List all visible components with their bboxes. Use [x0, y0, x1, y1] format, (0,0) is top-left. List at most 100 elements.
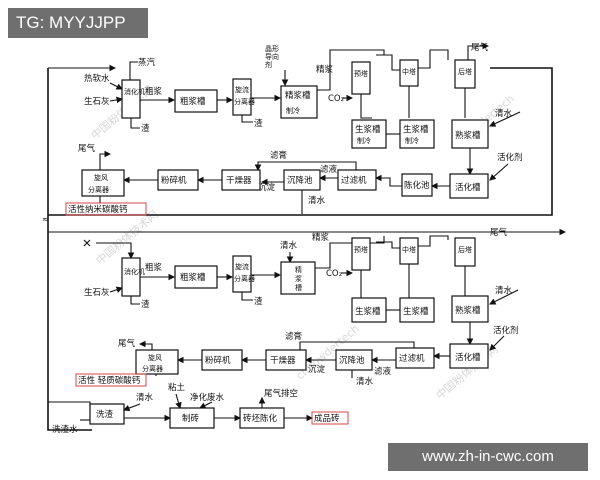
bottom-section-activator-label: 活化剂 [493, 325, 519, 336]
top-section-mid-tower-label: 中塔 [402, 67, 416, 76]
top-section-activation-tank-label: 活化槽 [455, 182, 481, 193]
top-section-crystal-agent-3-label: 剂 [265, 60, 272, 69]
bottom-section-refined-tank-2-label: 浆 [295, 274, 302, 283]
hydrocyclone-box [232, 78, 252, 116]
source-url: www.zh-in-cwc.com [388, 443, 588, 471]
pre-tower-box [351, 61, 371, 95]
top-section-cyclone-sep-2-label: 分离器 [234, 97, 255, 106]
top-section-co2-label: CO₂ [328, 94, 344, 104]
recycle-line-left [47, 68, 92, 431]
top-section-dryer-label: 干燥器 [226, 175, 252, 186]
finished-brick-label: 成品砖 [314, 413, 340, 424]
bottom-section-settling-tank-label: 沉降池 [339, 355, 365, 366]
bottom-section-residue-label: 渣 [141, 299, 150, 310]
brick-section-wash-water-label: 洗渣水 [52, 424, 78, 435]
filter-box [337, 169, 377, 191]
top-section-crystal-agent-1-label: 晶形 [265, 45, 279, 53]
top-section-pre-tower-label: 预塔 [354, 69, 368, 78]
bottom-section-raw-tank-label: 生浆槽 [403, 306, 429, 317]
top-section-cooked-tank-label: 熟浆槽 [455, 130, 481, 141]
top-section-refined-tank-label: 精浆槽 [285, 90, 311, 101]
top-section-sediment-label: 沉淀 [258, 182, 276, 193]
bottom-section-tail-gas-label: 尾气 [490, 227, 508, 238]
brick-section-clear-water-label: 清水 [136, 392, 154, 403]
top-section-refined-slurry-label: 精浆 [316, 64, 334, 75]
refined-tank-box [280, 85, 318, 119]
top-section-clear-water-label: 清水 [308, 195, 326, 206]
product-nano-label: 活性纳米碳酸钙 [68, 204, 128, 215]
cyclone-box-2 [135, 349, 179, 375]
bottom-section-cyclone-sep-1-label: 旋流 [235, 262, 249, 271]
top-section-post-tower-label: 后塔 [458, 67, 472, 76]
top-section-residue-label: 渣 [141, 123, 150, 134]
top-section-aging-tank-label: 陈化池 [404, 180, 430, 191]
top-section-slaker-label: 消化机 [124, 87, 145, 96]
bottom-section-clear-water-label: 清水 [495, 285, 513, 296]
recycle-line-right [48, 67, 553, 216]
water-label: 热软水 [84, 73, 110, 84]
brick-section-washing-label: 洗渣 [96, 409, 114, 420]
source-tag: TG: MYYJJPP [8, 8, 148, 38]
brick-section-brick-making-label: 制砖 [182, 413, 200, 424]
top-section-pulverizer-label: 粉碎机 [161, 175, 187, 186]
bottom-section-clear-water-label: 清水 [356, 376, 374, 387]
bottom-section-crude-slurry-label: 粗浆 [145, 262, 163, 273]
washing-box [89, 403, 125, 425]
product-light-label: 活性 轻质碳酸钙 [78, 375, 141, 386]
top-section-filter-cake-label: 滤膏 [270, 150, 287, 161]
top-section-filtrate-label: 滤液 [320, 164, 338, 175]
raw-tank-box-1 [351, 119, 387, 149]
top-section-crude-slurry-label: 粗浆 [145, 86, 163, 97]
top-section-settling-tank-label: 沉降池 [287, 175, 313, 186]
bottom-section-lime-label: 生石灰 [84, 287, 110, 298]
brick-section-tail-gas-vent-label: 尾气排空 [264, 388, 298, 399]
brick-section-purified-waste-water-label: 净化废水 [190, 392, 225, 403]
top-section-raw-tank-label: 生浆槽 [355, 124, 381, 135]
top-section-tail-gas-label: 尾气 [78, 143, 96, 154]
product-highlight [65, 202, 147, 216]
top-section-refrigeration-label: 制冷 [286, 106, 300, 115]
activation-tank-box [449, 173, 489, 199]
cyclone-box [81, 169, 125, 197]
bottom-section-slaker-label: 消化机 [124, 267, 145, 276]
finished-brick-highlight [311, 411, 349, 425]
bottom-section-filter-label: 过滤机 [399, 353, 425, 364]
brick-section-clay-label: 粘土 [168, 382, 186, 393]
bottom-section-co2-label: CO₂ [326, 269, 342, 279]
bottom-section-post-tower-label: 后塔 [458, 245, 472, 254]
bottom-section-cyclone-sep-2-label: 分离器 [234, 274, 255, 283]
bottom-section-residue-label: 渣 [254, 296, 263, 307]
bottom-section-refined-slurry-label: 精浆 [312, 232, 330, 243]
bottom-section-refined-tank-1-label: 精 [295, 265, 302, 274]
lime-label: 生石灰 [84, 96, 110, 107]
bottom-section-refined-tank-3-label: 槽 [295, 283, 302, 292]
svg-text:≈: ≈ [42, 215, 49, 225]
top-section-cyclone-2-label: 分离器 [88, 185, 109, 194]
bottom-section-cyclone-2-label: 分离器 [142, 364, 163, 373]
bottom-section-activation-tank-label: 活化槽 [455, 352, 481, 363]
refined-tank-box-2 [280, 261, 316, 295]
valve-icon [83, 239, 91, 247]
activation-tank-box-2 [449, 343, 489, 369]
slaker-box [121, 79, 141, 119]
top-section-refrigeration-label: 制冷 [357, 136, 371, 145]
slaker-box-2 [121, 257, 141, 297]
bottom-section-cyclone-1-label: 旋风 [148, 353, 162, 362]
bottom-section-crude-tank-label: 粗浆槽 [180, 272, 206, 283]
bottom-section-tail-gas-label: 尾气 [118, 338, 136, 349]
raw-tank-box-2 [399, 119, 435, 149]
bottom-section-cooked-tank-label: 熟浆槽 [455, 305, 481, 316]
hydrocyclone-box-2 [232, 255, 252, 293]
pre-tower-box-2 [351, 237, 371, 271]
top-section-crude-tank-label: 粗浆槽 [180, 96, 206, 107]
product-highlight-2 [75, 373, 147, 387]
top-section-cyclone-sep-1-label: 旋流 [235, 85, 249, 94]
top-section-cyclone-1-label: 旋风 [94, 173, 108, 182]
bottom-section-pulverizer-label: 粉碎机 [205, 355, 231, 366]
bottom-section-clear-water-label: 清水 [280, 240, 298, 251]
brick-section-brick-aging-label: 砖坯陈化 [243, 413, 278, 424]
bottom-section-filter-cake-label: 滤膏 [285, 331, 302, 342]
bottom-section-sediment-label: 沉淀 [308, 364, 326, 375]
bottom-section-filtrate-label: 滤液 [374, 366, 392, 377]
